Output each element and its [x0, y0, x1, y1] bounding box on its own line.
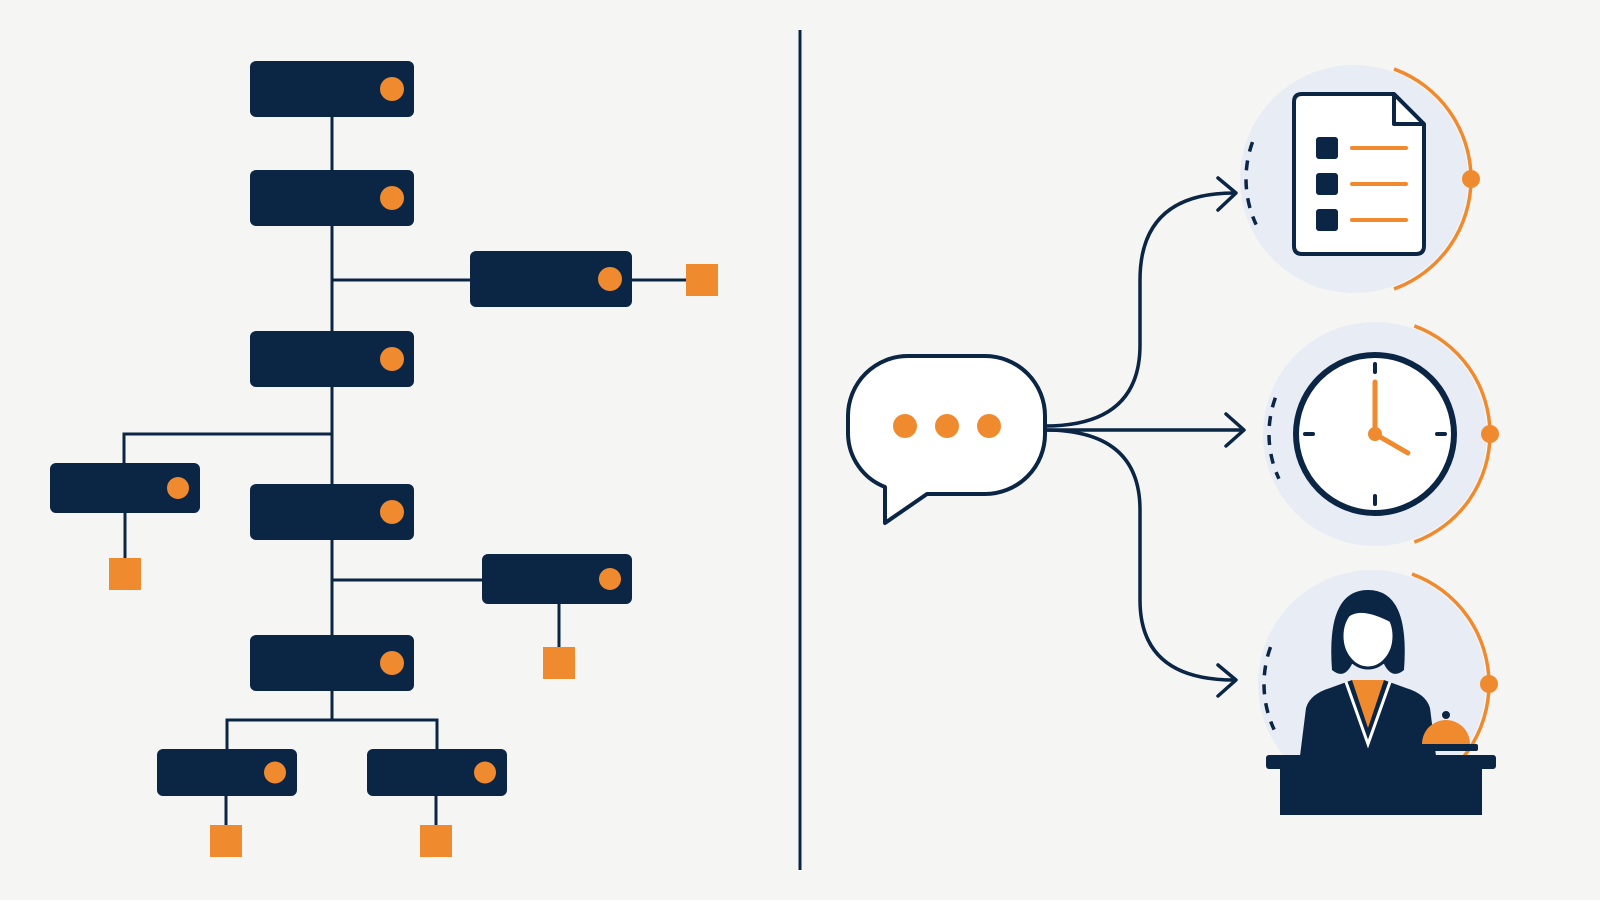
- desk-front: [1280, 769, 1482, 815]
- typing-dot: [893, 414, 917, 438]
- checklist-document-icon-group: [1240, 65, 1480, 293]
- tree-node-box: [250, 484, 414, 540]
- arrowhead-icon: [1224, 412, 1246, 448]
- bell-base: [1414, 744, 1478, 751]
- tree-connectors: [122, 117, 686, 825]
- tree-node: [250, 170, 414, 226]
- tree-node-box: [470, 251, 632, 307]
- arc-handle-dot: [1480, 675, 1498, 693]
- node-status-dot: [380, 77, 404, 101]
- checklist-document-icon: [1292, 92, 1426, 256]
- node-status-dot: [380, 347, 404, 371]
- arrowhead-icon: [1216, 663, 1238, 698]
- tree-node: [470, 251, 632, 307]
- tree-node-box: [250, 170, 414, 226]
- tree-node-box: [250, 635, 414, 691]
- chat-bubble-icon: [846, 354, 1047, 525]
- arc-handle-dot: [1462, 170, 1480, 188]
- terminal-marker: [109, 558, 141, 590]
- service-bell: [1422, 720, 1470, 744]
- blouse: [1352, 680, 1384, 728]
- tree-node: [50, 463, 200, 513]
- checkbox-square: [1316, 137, 1338, 159]
- node-status-dot: [380, 651, 404, 675]
- terminal-marker: [543, 647, 575, 679]
- tree-node: [157, 749, 297, 796]
- tree-node-box: [250, 61, 414, 117]
- tree-node: [367, 749, 507, 796]
- arrowhead-icon: [1216, 176, 1238, 212]
- node-status-dot: [264, 761, 286, 784]
- typing-dot: [935, 414, 959, 438]
- node-status-dot: [474, 761, 496, 784]
- connector-line: [225, 718, 439, 749]
- chat-bubble-outline: [846, 354, 1047, 525]
- typing-dot: [977, 414, 1001, 438]
- tree-node-box: [157, 749, 297, 796]
- tree-node: [482, 554, 632, 604]
- connector-line: [122, 432, 332, 463]
- terminal-marker: [686, 264, 718, 296]
- tree-node: [250, 484, 414, 540]
- tree-node-box: [250, 331, 414, 387]
- route-line-checklist: [1043, 191, 1236, 428]
- routing-arrows: [1043, 176, 1246, 698]
- tree-node: [250, 61, 414, 117]
- dashed-arc: [1244, 141, 1258, 226]
- hair-fringe: [1341, 596, 1394, 628]
- checkbox-square: [1316, 173, 1338, 195]
- node-status-dot: [380, 500, 404, 524]
- dashed-arc: [1262, 646, 1276, 731]
- clock-icon: [1293, 352, 1457, 516]
- tree-node-box: [367, 749, 507, 796]
- node-status-dot: [598, 267, 622, 291]
- arc-handle-dot: [1481, 425, 1499, 443]
- hierarchy-tree: [50, 61, 718, 857]
- route-line-receptionist: [1043, 428, 1236, 682]
- desk-top: [1266, 755, 1496, 769]
- node-status-dot: [599, 568, 621, 590]
- collar: [1344, 681, 1392, 749]
- node-status-dot: [167, 477, 189, 499]
- checkbox-square: [1316, 209, 1338, 231]
- document-outline: [1292, 92, 1426, 256]
- tree-node: [250, 331, 414, 387]
- dashed-arc: [1267, 397, 1281, 480]
- receptionist-icon-group: [1258, 570, 1498, 815]
- clock-center: [1368, 427, 1382, 441]
- bell-knob: [1442, 711, 1450, 719]
- tree-node-box: [50, 463, 200, 513]
- tree-node-box: [482, 554, 632, 604]
- document-fold: [1392, 94, 1424, 126]
- tree-node: [250, 635, 414, 691]
- clock-icon-group: [1263, 322, 1499, 546]
- terminal-marker: [210, 825, 242, 857]
- node-status-dot: [380, 186, 404, 210]
- chat-routing-flow: [846, 65, 1499, 815]
- terminal-marker: [420, 825, 452, 857]
- receptionist-icon: [1266, 590, 1496, 815]
